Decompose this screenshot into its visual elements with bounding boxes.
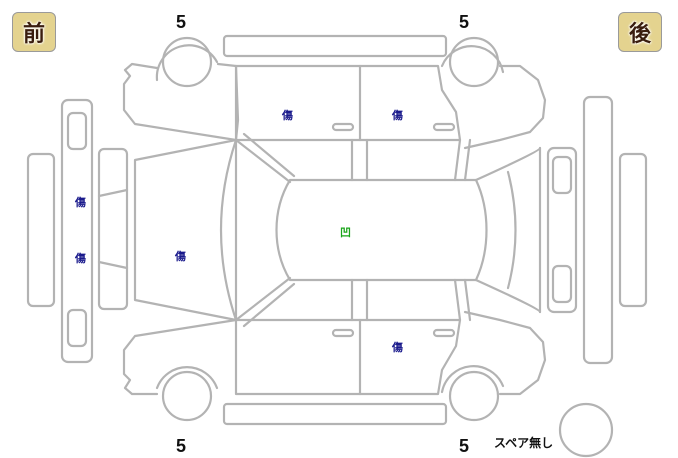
rear-bumper: [582, 95, 614, 365]
rear-edge-strip: [618, 152, 648, 308]
tread-rear-right: 5: [459, 436, 470, 456]
a-pillars: [234, 132, 296, 328]
front-right-light: [66, 308, 88, 348]
front-fender-bottom: [122, 318, 238, 396]
rear-fender-bottom: [463, 310, 547, 396]
rear-door-handle-bottom: [432, 328, 456, 338]
scratch-mark-hood: 傷: [175, 250, 186, 263]
scratch-mark-front-bumper-lower: 傷: [75, 252, 86, 265]
rear-window-curve: [506, 170, 517, 290]
front-grille: [97, 147, 129, 311]
rear-bumper-inner: [546, 146, 578, 314]
dent-mark-roof: 凹: [340, 226, 351, 239]
grille-line-upper: [97, 188, 129, 198]
scratch-mark-front-door-top: 傷: [282, 109, 293, 122]
windshield-base-curve: [219, 138, 238, 322]
front-door-handle-top: [331, 122, 355, 132]
spare-tire-circle: [558, 402, 614, 458]
front-right-wheel-arch: [155, 366, 219, 390]
scratch-mark-front-bumper-upper: 傷: [75, 196, 86, 209]
tread-rear-left: 5: [459, 12, 470, 32]
roof: [275, 178, 488, 282]
rear-right-wheel-arch: [440, 365, 505, 394]
c-pillars: [453, 138, 472, 322]
tread-front-right: 5: [176, 436, 187, 456]
front-left-wheel: [161, 36, 213, 88]
rear-door-handle-top: [432, 122, 456, 132]
front-fender-top: [122, 62, 240, 142]
front-door-handle-bottom: [331, 328, 355, 338]
rear-left-light: [551, 155, 573, 195]
rear-fender-top: [463, 64, 547, 150]
scratch-mark-rear-door-bottom: 傷: [392, 341, 403, 354]
rear-left-wheel-arch: [440, 45, 505, 74]
rear-right-light: [551, 264, 573, 304]
bottom-side-skirt: [222, 402, 448, 426]
grille-line-lower: [97, 260, 129, 270]
tread-front-left: 5: [176, 12, 187, 32]
scratch-mark-rear-door-top: 傷: [392, 109, 403, 122]
front-right-wheel: [161, 370, 213, 422]
front-left-wheel-arch: [155, 44, 219, 82]
top-side-skirt: [222, 34, 448, 58]
front-edge-strip: [26, 152, 56, 308]
spare-tire-label: スペア無し: [494, 436, 554, 450]
front-bumper: [60, 98, 94, 364]
rear-label-badge: 後: [618, 12, 662, 52]
front-label-badge: 前: [12, 12, 56, 52]
rear-right-wheel: [448, 370, 500, 422]
front-left-light: [66, 111, 88, 151]
